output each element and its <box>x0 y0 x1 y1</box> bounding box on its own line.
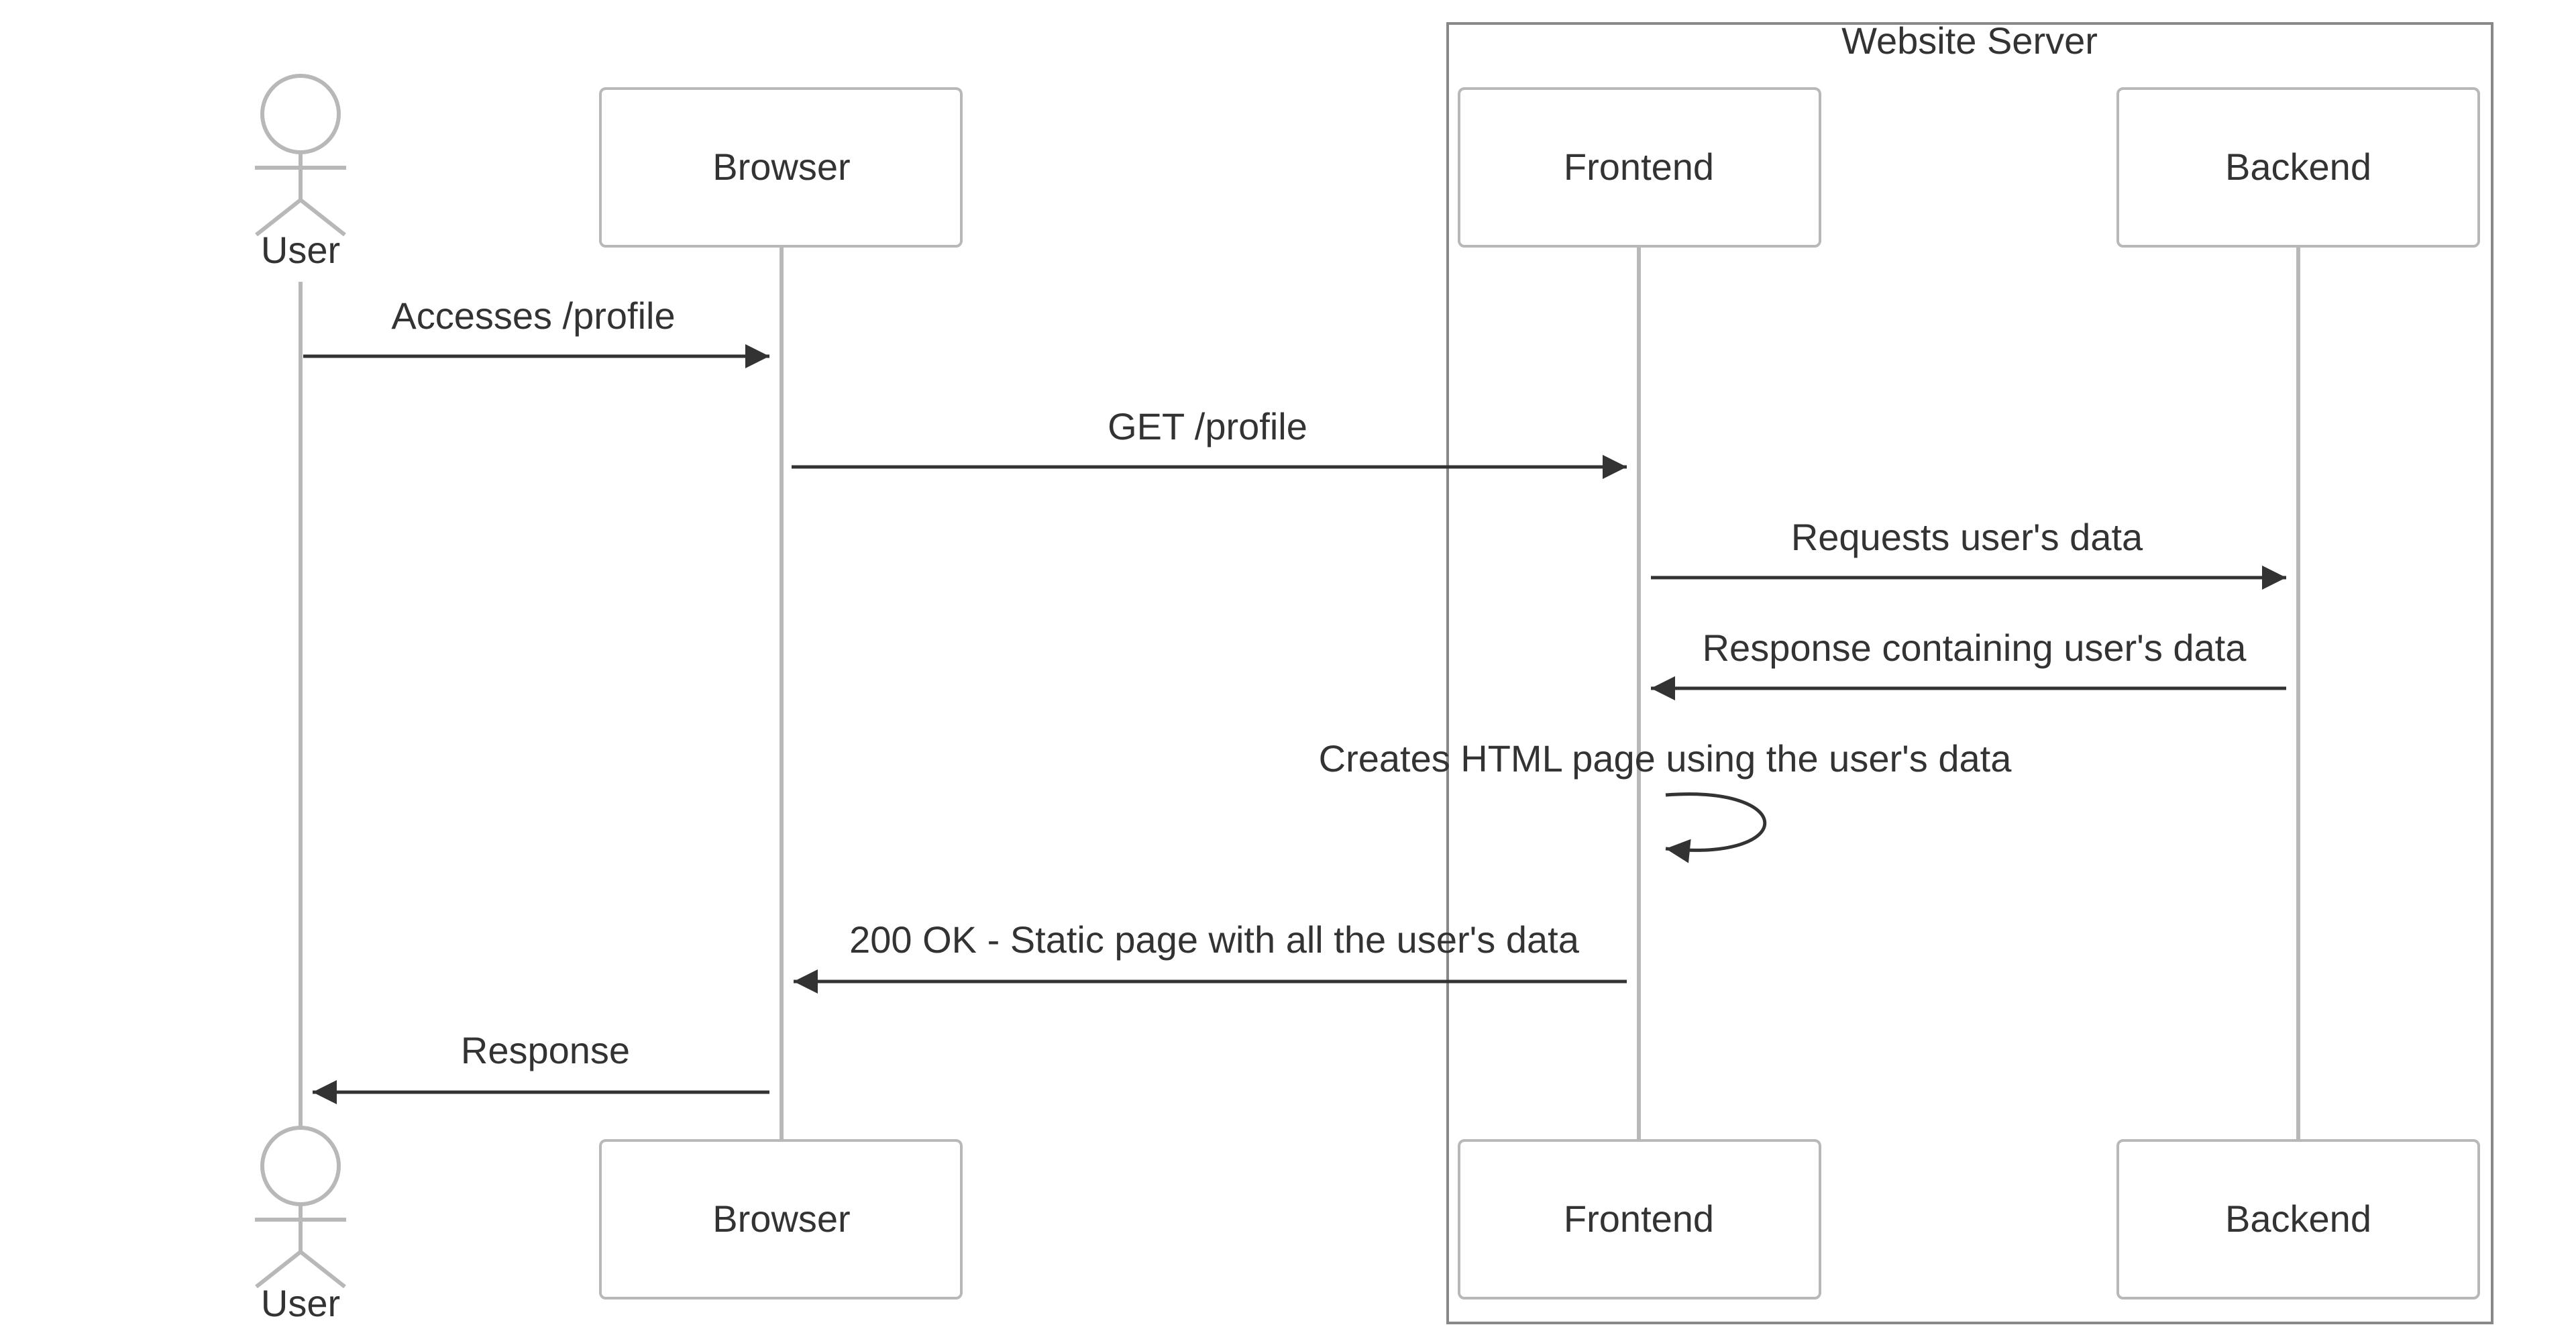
actor-user-bottom: User <box>255 1126 346 1324</box>
participant-label: Frontend <box>1564 146 1714 188</box>
participant-box <box>1458 1139 1821 1299</box>
participant-frontend-top: Frontend <box>1458 87 1821 248</box>
participant-box <box>599 87 963 248</box>
participant-box <box>599 1139 963 1299</box>
participant-box <box>2116 1139 2480 1299</box>
participant-browser-top: Browser <box>599 87 963 248</box>
participant-label: Backend <box>2225 146 2371 188</box>
actor-head <box>260 1126 341 1206</box>
actor-head <box>260 74 341 154</box>
group-label-website-server: Website Server <box>1841 19 2098 62</box>
message-label: Response <box>461 1029 630 1071</box>
participant-box <box>2116 87 2480 248</box>
message-label: 200 OK - Static page with all the user's… <box>849 918 1580 961</box>
message-5-self: Creates HTML page using the user's data <box>1319 737 2012 863</box>
participant-label: Browser <box>712 1198 850 1240</box>
participant-frontend-bottom: Frontend <box>1458 1139 1821 1299</box>
actor-leg-right <box>299 198 346 237</box>
message-2: GET /profile <box>792 405 1627 479</box>
message-6: 200 OK - Static page with all the user's… <box>794 918 1627 994</box>
participant-backend-top: Backend <box>2116 87 2480 248</box>
actor-leg-left <box>255 198 302 237</box>
message-1: Accesses /profile <box>303 295 769 368</box>
message-7: Response <box>313 1029 769 1104</box>
participant-label: Frontend <box>1564 1198 1714 1240</box>
participant-label: Backend <box>2225 1198 2371 1240</box>
message-label: Creates HTML page using the user's data <box>1319 737 2012 780</box>
actor-label-user-bottom: User <box>261 1282 340 1324</box>
participant-label: Browser <box>712 146 850 188</box>
participant-browser-bottom: Browser <box>599 1139 963 1299</box>
group-box-website-server <box>1446 22 2493 1324</box>
message-label: Accesses /profile <box>391 295 675 337</box>
self-loop-arrow <box>1665 792 1766 863</box>
message-4: Response containing user's data <box>1651 627 2286 700</box>
actor-leg-left <box>255 1250 302 1289</box>
actor-label-user-top: User <box>261 229 340 271</box>
message-label: GET /profile <box>1108 405 1307 447</box>
message-label: Response containing user's data <box>1703 627 2247 669</box>
message-3: Requests user's data <box>1651 516 2286 590</box>
message-label: Requests user's data <box>1791 516 2143 558</box>
actor-leg-right <box>299 1250 346 1289</box>
actor-user-top: User <box>255 74 346 271</box>
participant-backend-bottom: Backend <box>2116 1139 2480 1299</box>
participant-box <box>1458 87 1821 248</box>
